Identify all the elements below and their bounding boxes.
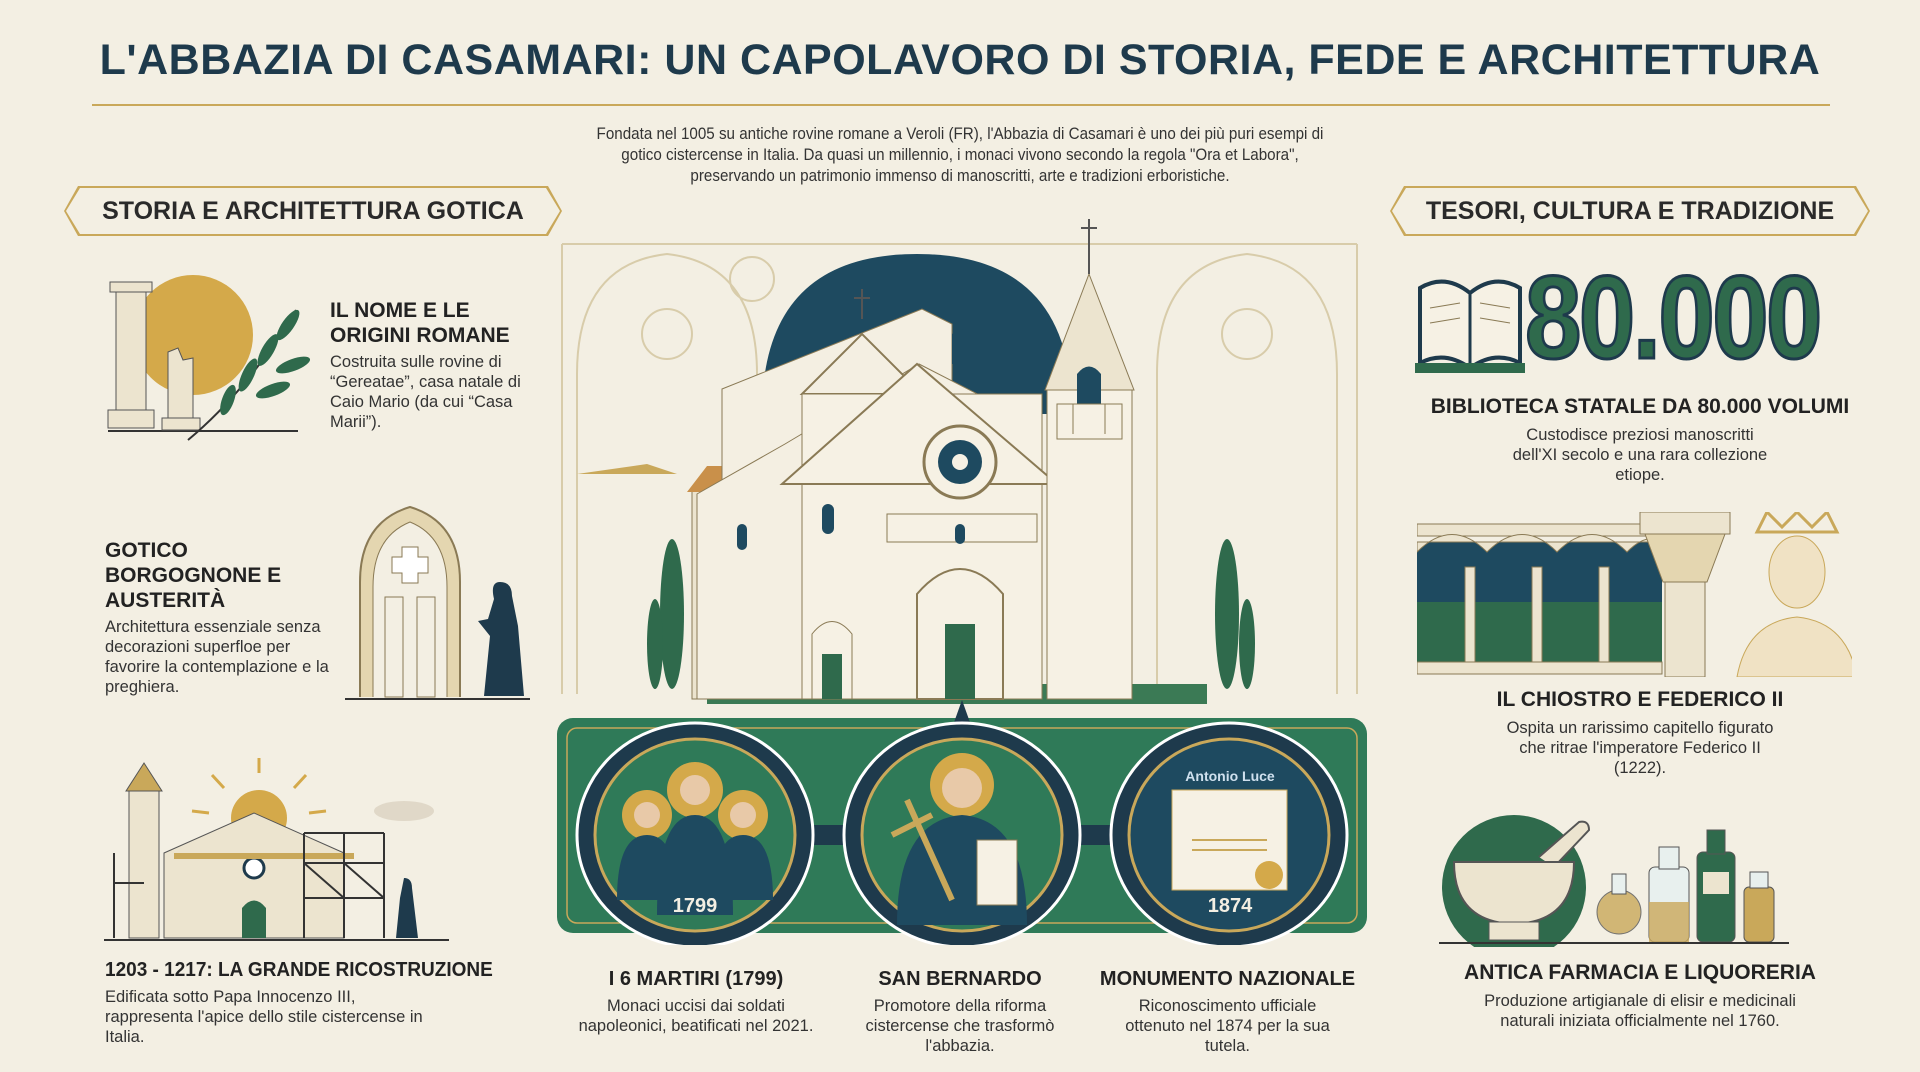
left-banner-label: STORIA E ARCHITETTURA GOTICA	[66, 188, 560, 234]
item-text: Custodisce preziosi manoscritti dell'XI …	[1512, 426, 1768, 484]
item-title: IL NOME E LE ORIGINI ROMANE	[330, 299, 510, 347]
item-cloister: IL CHIOSTRO E FEDERICO II Ospita un rari…	[1400, 687, 1880, 778]
medallion-san-bernardo	[842, 721, 1082, 945]
caption-text: Promotore della riforma cistercense che …	[865, 997, 1055, 1055]
caption-title: MONUMENTO NAZIONALE	[1099, 968, 1356, 990]
open-book-icon	[1415, 279, 1525, 373]
right-section-banner: TESORI, CULTURA E TRADIZIONE	[1390, 186, 1870, 236]
abbey-illustration	[561, 219, 1358, 704]
certificate-name: Antonio Luce	[1185, 768, 1275, 784]
cloister-frederick-icon	[1417, 512, 1852, 677]
medallion-martyrs	[575, 721, 815, 945]
item-title: BIBLIOTECA STATALE DA 80.000 VOLUMI	[1430, 395, 1850, 418]
medallion-monument	[1109, 721, 1349, 945]
item-gothic-austerity: GOTICO BORGOGNONE E AUSTERITÀ Architettu…	[105, 538, 345, 697]
item-title: 1203 - 1217: LA GRANDE RICOSTRUZIONE	[105, 959, 493, 981]
caption-text: Riconoscimento ufficiale ottenuto nel 18…	[1125, 997, 1330, 1055]
medallion-band	[557, 700, 1367, 945]
left-section-banner: STORIA E ARCHITETTURA GOTICA	[64, 186, 562, 236]
caption-martyrs: I 6 MARTIRI (1799) Monaci uccisi dai sol…	[556, 967, 836, 1036]
item-title: GOTICO BORGOGNONE E AUSTERITÀ	[105, 539, 282, 612]
martyrs-year: 1799	[672, 895, 718, 917]
caption-monument: MONUMENTO NAZIONALE Riconoscimento uffic…	[1085, 967, 1370, 1056]
right-banner-label: TESORI, CULTURA E TRADIZIONE	[1392, 188, 1868, 234]
item-text: Costruita sulle rovine di “Gereatae”, ca…	[330, 353, 521, 431]
pharmacy-mortar-bottles-icon	[1439, 815, 1789, 947]
caption-san-bernardo: SAN BERNARDO Promotore della riforma cis…	[860, 967, 1060, 1056]
title-divider	[92, 104, 1830, 106]
item-library: BIBLIOTECA STATALE DA 80.000 VOLUMI Cust…	[1400, 394, 1880, 485]
item-text: Ospita un rarissimo capitello figurato c…	[1506, 719, 1774, 777]
item-roman-origins: IL NOME E LE ORIGINI ROMANE Costruita su…	[330, 298, 550, 432]
gothic-window-monk-icon	[345, 505, 530, 700]
caption-title: SAN BERNARDO	[878, 968, 1042, 990]
item-title: ANTICA FARMACIA E LIQUORERIA	[1464, 961, 1816, 984]
roman-columns-icon	[107, 275, 310, 441]
reconstruction-scaffolding-icon	[104, 758, 449, 941]
item-text: Edificata sotto Papa Innocenzo III, rapp…	[105, 988, 423, 1046]
page-title: L'ABBAZIA DI CASAMARI: UN CAPOLAVORO DI …	[99, 36, 1821, 84]
caption-title: I 6 MARTIRI (1799)	[608, 968, 784, 990]
item-text: Produzione artigianale di elisir e medic…	[1484, 992, 1796, 1030]
item-pharmacy: ANTICA FARMACIA E LIQUORERIA Produzione …	[1400, 960, 1880, 1031]
big-number-volumes: 80.000	[1524, 251, 1824, 386]
item-text: Architettura essenziale senza decorazion…	[105, 618, 329, 696]
intro-text: Fondata nel 1005 su antiche rovine roman…	[596, 125, 1324, 185]
caption-text: Monaci uccisi dai soldati napoleonici, b…	[578, 997, 814, 1035]
item-reconstruction: 1203 - 1217: LA GRANDE RICOSTRUZIONE Edi…	[105, 958, 535, 1047]
monument-year: 1874	[1207, 895, 1253, 917]
item-title: IL CHIOSTRO E FEDERICO II	[1496, 688, 1784, 711]
